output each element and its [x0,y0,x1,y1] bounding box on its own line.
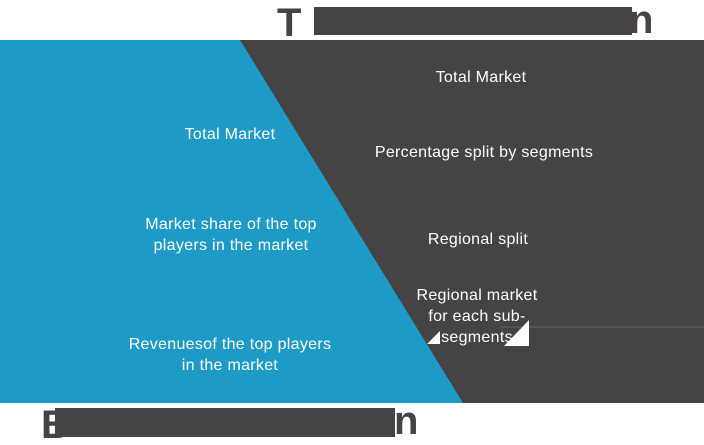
bottom-up-step-market-share: Market share of the top players in the m… [145,216,317,254]
top-down-step-total-market: Total Market [435,69,527,86]
bottom-up-step-total-market: Total Market [184,126,276,143]
bottom-title-redaction-bar [55,408,395,437]
divider-line [500,326,704,328]
diagram-band: Total Market Percentage split by segment… [0,40,704,403]
bottom-title-last-letter: n [394,399,419,443]
top-title-last-letter: n [629,0,654,42]
top-down-step-regional-market-sub-segments: Regional market for each sub- segments [416,287,538,346]
top-title-first-letter: T [277,1,302,45]
top-title-redaction-bar [314,7,632,35]
top-down-step-percentage-split: Percentage split by segments [374,144,594,161]
bottom-up-step-revenues: Revenuesof the top players in the market [128,336,332,374]
top-down-step-regional-split: Regional split [427,231,529,248]
